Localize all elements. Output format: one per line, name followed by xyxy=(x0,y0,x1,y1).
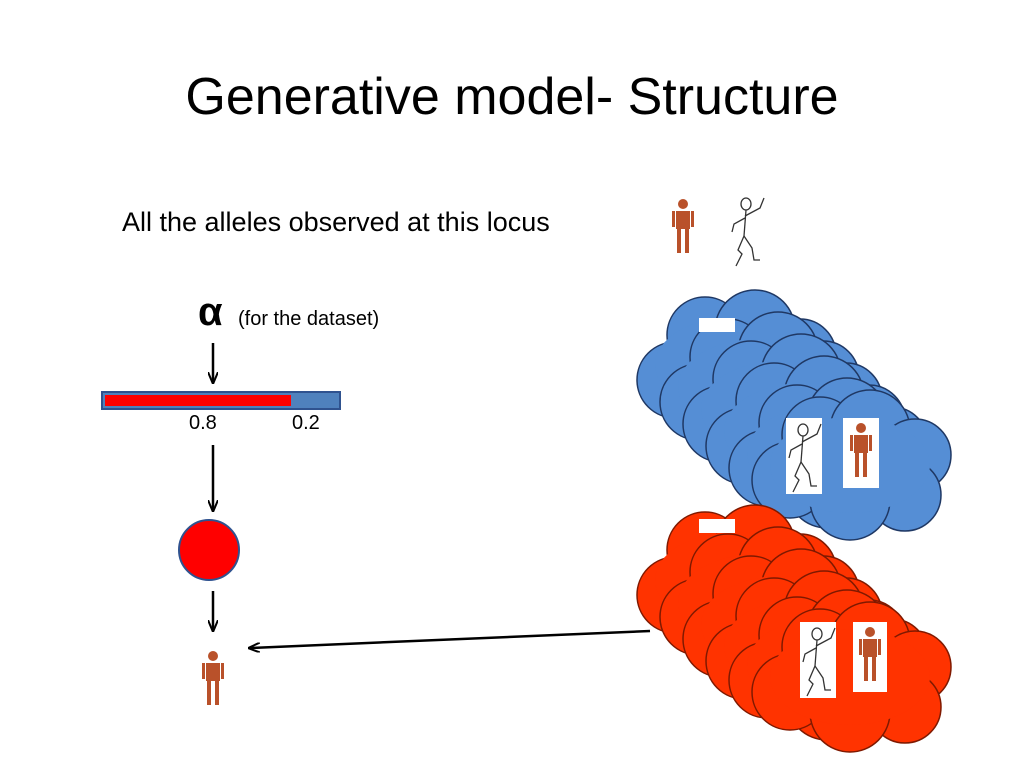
stick-figure-icon xyxy=(731,197,765,267)
blue-cloud-stack xyxy=(636,289,952,541)
alpha-symbol: α xyxy=(198,290,223,334)
proportion-bar xyxy=(101,391,341,410)
proportion-bar-red-segment xyxy=(105,395,291,406)
stick-figure-card xyxy=(786,418,822,494)
page-title: Generative model- Structure xyxy=(185,68,839,126)
card-corner xyxy=(699,318,735,332)
red-cloud-stack xyxy=(636,504,952,753)
blue-proportion-label: 0.2 xyxy=(292,412,320,434)
person-icon xyxy=(672,199,694,253)
person-icon xyxy=(202,651,224,705)
alpha-note: (for the dataset) xyxy=(238,308,380,330)
stick-figure-card xyxy=(800,622,836,698)
red-proportion-label: 0.8 xyxy=(189,412,217,434)
population-node xyxy=(178,519,240,581)
alleles-caption: All the alleles observed at this locus xyxy=(122,207,550,237)
arrow-cloud-to-person xyxy=(250,629,651,648)
card-corner xyxy=(699,519,735,533)
